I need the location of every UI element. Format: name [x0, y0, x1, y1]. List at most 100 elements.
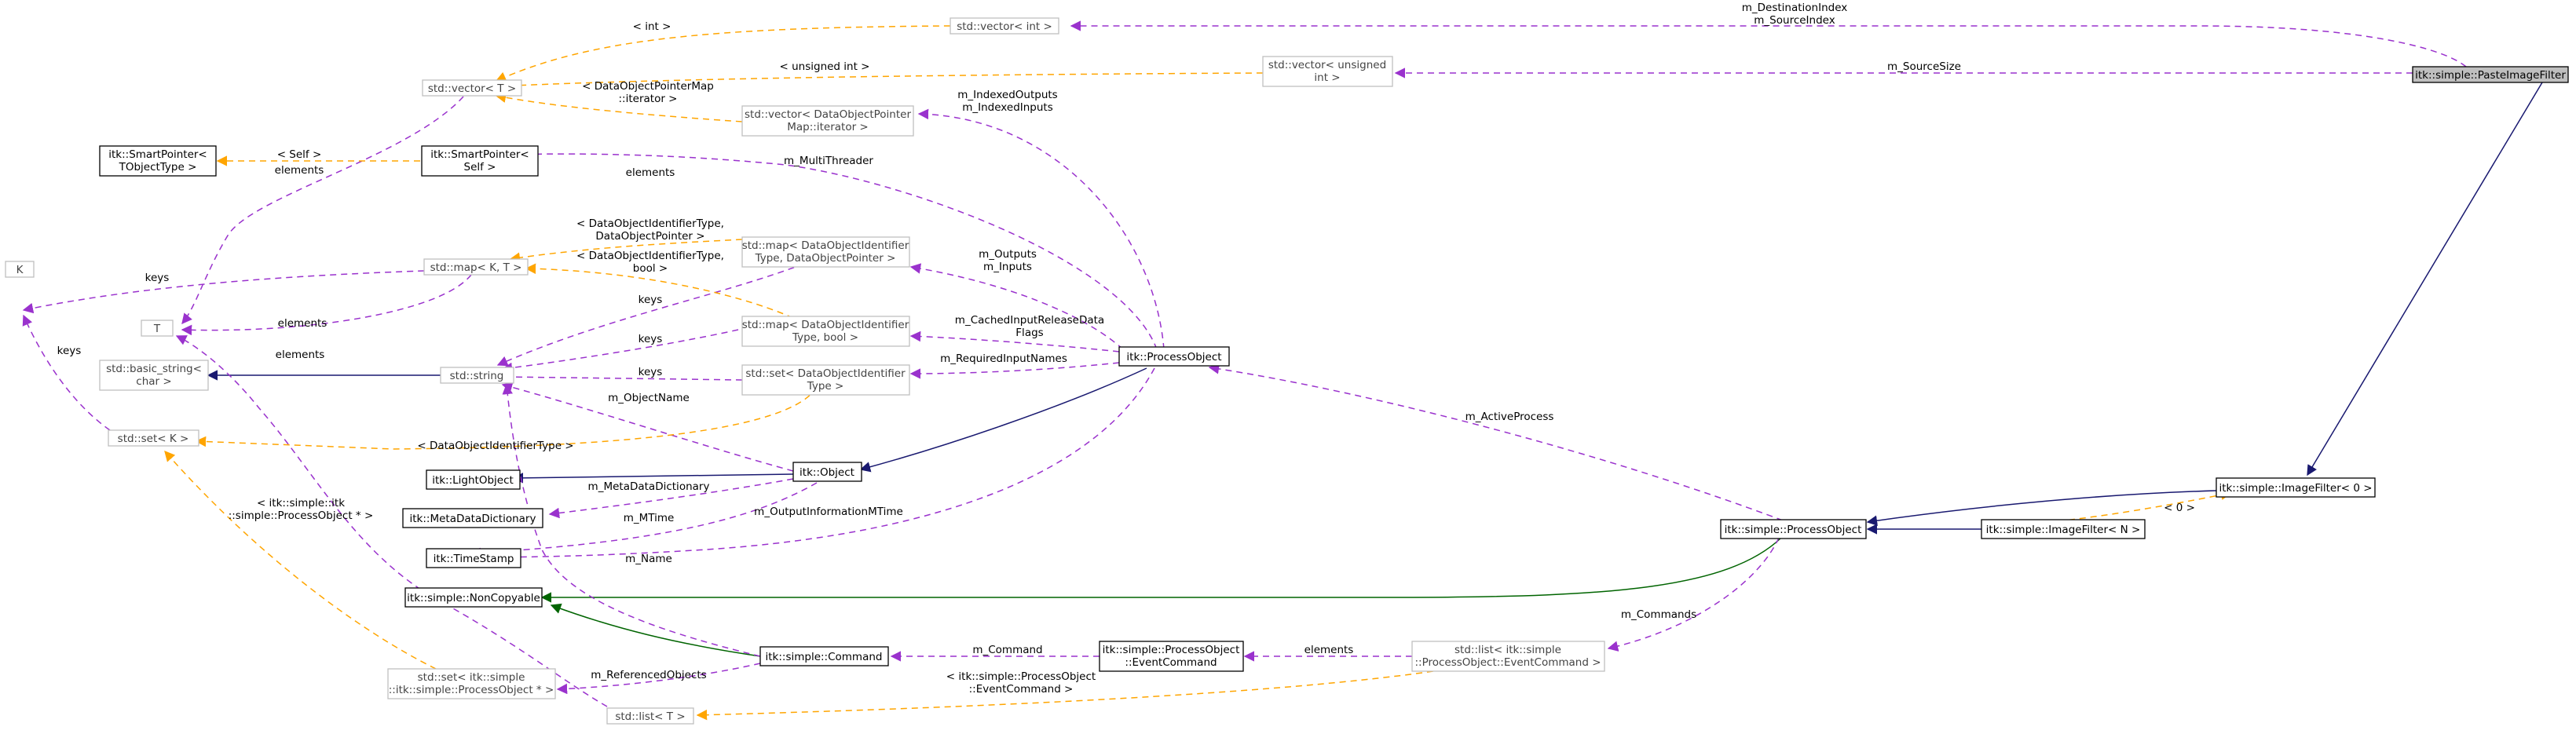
label-lt-doit-bool-1: < DataObjectIdentifierType,: [576, 250, 724, 262]
svg-text:itk::SmartPointer<: itk::SmartPointer<: [430, 148, 529, 161]
node-set-doi[interactable]: std::set< DataObjectIdentifier Type >: [741, 364, 910, 396]
label-lt-po-ptr-2: ::simple::ProcessObject * >: [229, 509, 374, 522]
edge-list-event-to-simple-po: [1607, 537, 1780, 652]
node-list-t[interactable]: std::list< T >: [606, 707, 694, 725]
svg-text:std::string: std::string: [450, 370, 504, 382]
node-po-eventcommand[interactable]: itk::simple::ProcessObject ::EventComman…: [1099, 641, 1244, 672]
label-inputs: m_Inputs: [983, 261, 1032, 273]
edge-simple-po-to-noncopyable: [540, 537, 1782, 603]
svg-text:itk::simple::ImageFilter< N >: itk::simple::ImageFilter< N >: [1986, 524, 2141, 536]
edge-map-bool-to-string: [501, 329, 739, 374]
svg-text:::EventCommand: ::EventCommand: [1125, 656, 1217, 669]
svg-text:itk::TimeStamp: itk::TimeStamp: [434, 553, 514, 565]
label-active-process: m_ActiveProcess: [1465, 411, 1554, 423]
edge-vector-int-to-pastefilter: [1070, 20, 2467, 68]
label-object-name: m_ObjectName: [608, 392, 690, 404]
node-itk-object[interactable]: itk::Object: [792, 462, 862, 482]
node-simple-command[interactable]: itk::simple::Command: [759, 646, 889, 666]
edge-set-k-to-k: [22, 314, 111, 431]
svg-text:Type >: Type >: [807, 380, 844, 393]
label-multi-threader: m_MultiThreader: [784, 155, 873, 167]
node-list-eventcommand[interactable]: std::list< itk::simple ::ProcessObject::…: [1411, 641, 1605, 672]
node-set-processobject-ptr[interactable]: std::set< itk::simple ::itk::simple::Pro…: [387, 668, 556, 699]
node-vector-t[interactable]: std::vector< T >: [422, 79, 522, 97]
svg-text:itk::simple::Command: itk::simple::Command: [765, 651, 882, 663]
node-itk-processobject[interactable]: itk::ProcessObject: [1118, 346, 1230, 367]
label-meta-dictionary: m_MetaDataDictionary: [588, 480, 710, 493]
edge-processobject-to-object: [859, 367, 1147, 473]
node-itk-lightobject[interactable]: itk::LightObject: [426, 469, 521, 490]
node-simple-noncopyable[interactable]: itk::simple::NonCopyable: [404, 587, 543, 608]
svg-text:std::basic_string<: std::basic_string<: [106, 363, 202, 375]
node-map-k-t[interactable]: std::map< K, T >: [423, 258, 529, 276]
edge-list-t-to-t: [175, 335, 608, 707]
label-cached-1: m_CachedInputReleaseData: [955, 314, 1104, 327]
edge-imagefilter0-to-simple-po: [1866, 490, 2217, 526]
label-lt-dopmap-2: ::iterator >: [619, 93, 678, 105]
svg-text:Self >: Self >: [464, 161, 496, 173]
edge-processobject-to-timestamp: [470, 367, 1155, 563]
edge-set-doi-template: [195, 386, 818, 450]
svg-text:int >: int >: [1314, 71, 1340, 84]
node-imagefilter-0[interactable]: itk::simple::ImageFilter< 0 >: [2216, 477, 2376, 498]
svg-text:itk::simple::NonCopyable: itk::simple::NonCopyable: [407, 592, 540, 604]
node-set-k[interactable]: std::set< K >: [108, 429, 199, 447]
edge-list-event-template: [696, 663, 1477, 721]
node-itk-metadatadictionary[interactable]: itk::MetaDataDictionary: [402, 508, 543, 528]
node-vector-dop-iterator[interactable]: std::vector< DataObjectPointer Map::iter…: [741, 105, 914, 137]
label-lt-po-event-2: ::EventCommand >: [969, 683, 1074, 696]
svg-text:itk::MetaDataDictionary: itk::MetaDataDictionary: [410, 513, 536, 525]
node-smartptr-self[interactable]: itk::SmartPointer< Self >: [421, 145, 539, 177]
label-lt-doit-dop-2: DataObjectPointer >: [595, 230, 704, 243]
node-vector-int[interactable]: std::vector< int >: [950, 17, 1059, 35]
label-lt-self: < Self >: [277, 148, 322, 161]
label-referenced: m_ReferencedObjects: [591, 669, 706, 681]
node-map-dop[interactable]: std::map< DataObjectIdentifier Type, Dat…: [741, 236, 910, 268]
node-string[interactable]: std::string: [440, 367, 514, 384]
label-lt-0: < 0 >: [2164, 502, 2195, 514]
node-basic-string[interactable]: std::basic_string< char >: [99, 360, 209, 391]
node-t[interactable]: T: [141, 320, 174, 337]
svg-text:itk::simple::ImageFilter< 0 >: itk::simple::ImageFilter< 0 >: [2219, 482, 2372, 495]
label-commands: m_Commands: [1621, 608, 1696, 621]
svg-text:itk::ProcessObject: itk::ProcessObject: [1126, 351, 1221, 363]
svg-text:Type, bool >: Type, bool >: [792, 331, 858, 344]
edge-vector-unsigned-template: [495, 72, 1264, 92]
node-paste-image-filter[interactable]: itk::simple::PasteImageFilter: [2412, 66, 2569, 83]
label-elements-t: elements: [276, 349, 325, 361]
edge-vector-t-to-t: [181, 96, 464, 325]
edge-smartptr-self-to-processobject: [510, 148, 1158, 350]
svg-text:itk::LightObject: itk::LightObject: [432, 474, 514, 487]
svg-text:itk::SmartPointer<: itk::SmartPointer<: [108, 148, 207, 161]
svg-text:itk::simple::ProcessObject: itk::simple::ProcessObject: [1725, 524, 1862, 536]
svg-text:itk::Object: itk::Object: [800, 466, 854, 479]
label-lt-po-event-1: < itk::simple::ProcessObject: [946, 670, 1096, 683]
node-k[interactable]: K: [5, 261, 35, 278]
svg-text:std::list< T >: std::list< T >: [615, 710, 685, 723]
label-required: m_RequiredInputNames: [940, 352, 1067, 365]
svg-text:std::set< itk::simple: std::set< itk::simple: [418, 671, 525, 684]
svg-text:::itk::simple::ProcessObject *: ::itk::simple::ProcessObject * >: [389, 684, 554, 696]
node-smartptr-tobjecttype[interactable]: itk::SmartPointer< TObjectType >: [99, 145, 217, 177]
edge-map-dop-template: [509, 239, 743, 263]
edge-set-po-template: [164, 450, 437, 670]
svg-text:char >: char >: [136, 375, 171, 388]
edge-command-to-string: [502, 383, 761, 657]
node-vector-unsigned[interactable]: std::vector< unsigned int >: [1262, 56, 1393, 87]
node-imagefilter-n[interactable]: itk::simple::ImageFilter< N >: [1981, 519, 2146, 539]
node-map-bool[interactable]: std::map< DataObjectIdentifier Type, boo…: [741, 316, 910, 347]
edge-object-to-timestamp: [470, 482, 818, 559]
edge-map-kt-to-t: [181, 274, 472, 336]
edge-set-doi-to-string: [501, 371, 743, 382]
label-keys-map1: keys: [639, 294, 663, 306]
label-name: m_Name: [625, 553, 672, 565]
svg-text:itk::simple::ProcessObject: itk::simple::ProcessObject: [1103, 644, 1240, 656]
label-source-index: m_SourceIndex: [1754, 14, 1835, 27]
svg-text:std::vector< T >: std::vector< T >: [428, 82, 516, 95]
edge-simple-po-to-processobject: [1208, 363, 1784, 521]
node-itk-timestamp[interactable]: itk::TimeStamp: [426, 548, 521, 568]
edge-map-bool-to-processobject: [909, 330, 1120, 352]
svg-text:std::list< itk::simple: std::list< itk::simple: [1454, 644, 1561, 656]
label-lt-doit-dop-1: < DataObjectIdentifierType,: [576, 217, 724, 230]
node-simple-processobject[interactable]: itk::simple::ProcessObject: [1720, 519, 1867, 539]
